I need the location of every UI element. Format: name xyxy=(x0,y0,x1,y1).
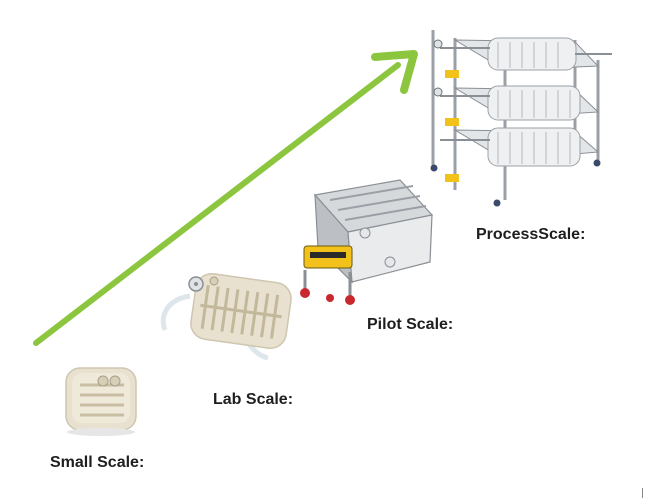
process-rack-icon xyxy=(430,30,612,207)
small-scale-label: Small Scale: xyxy=(50,454,145,471)
divider xyxy=(642,488,643,498)
pilot-skid-icon xyxy=(300,179,434,305)
lab-cassette-icon xyxy=(160,272,292,361)
pilot-scale-label: Pilot Scale: xyxy=(367,316,454,333)
small-cassette-icon xyxy=(65,367,137,436)
process-scale-label: ProcessScale: xyxy=(476,226,586,243)
arrow-up-right-icon xyxy=(33,50,418,346)
lab-scale-label: Lab Scale: xyxy=(213,391,294,408)
